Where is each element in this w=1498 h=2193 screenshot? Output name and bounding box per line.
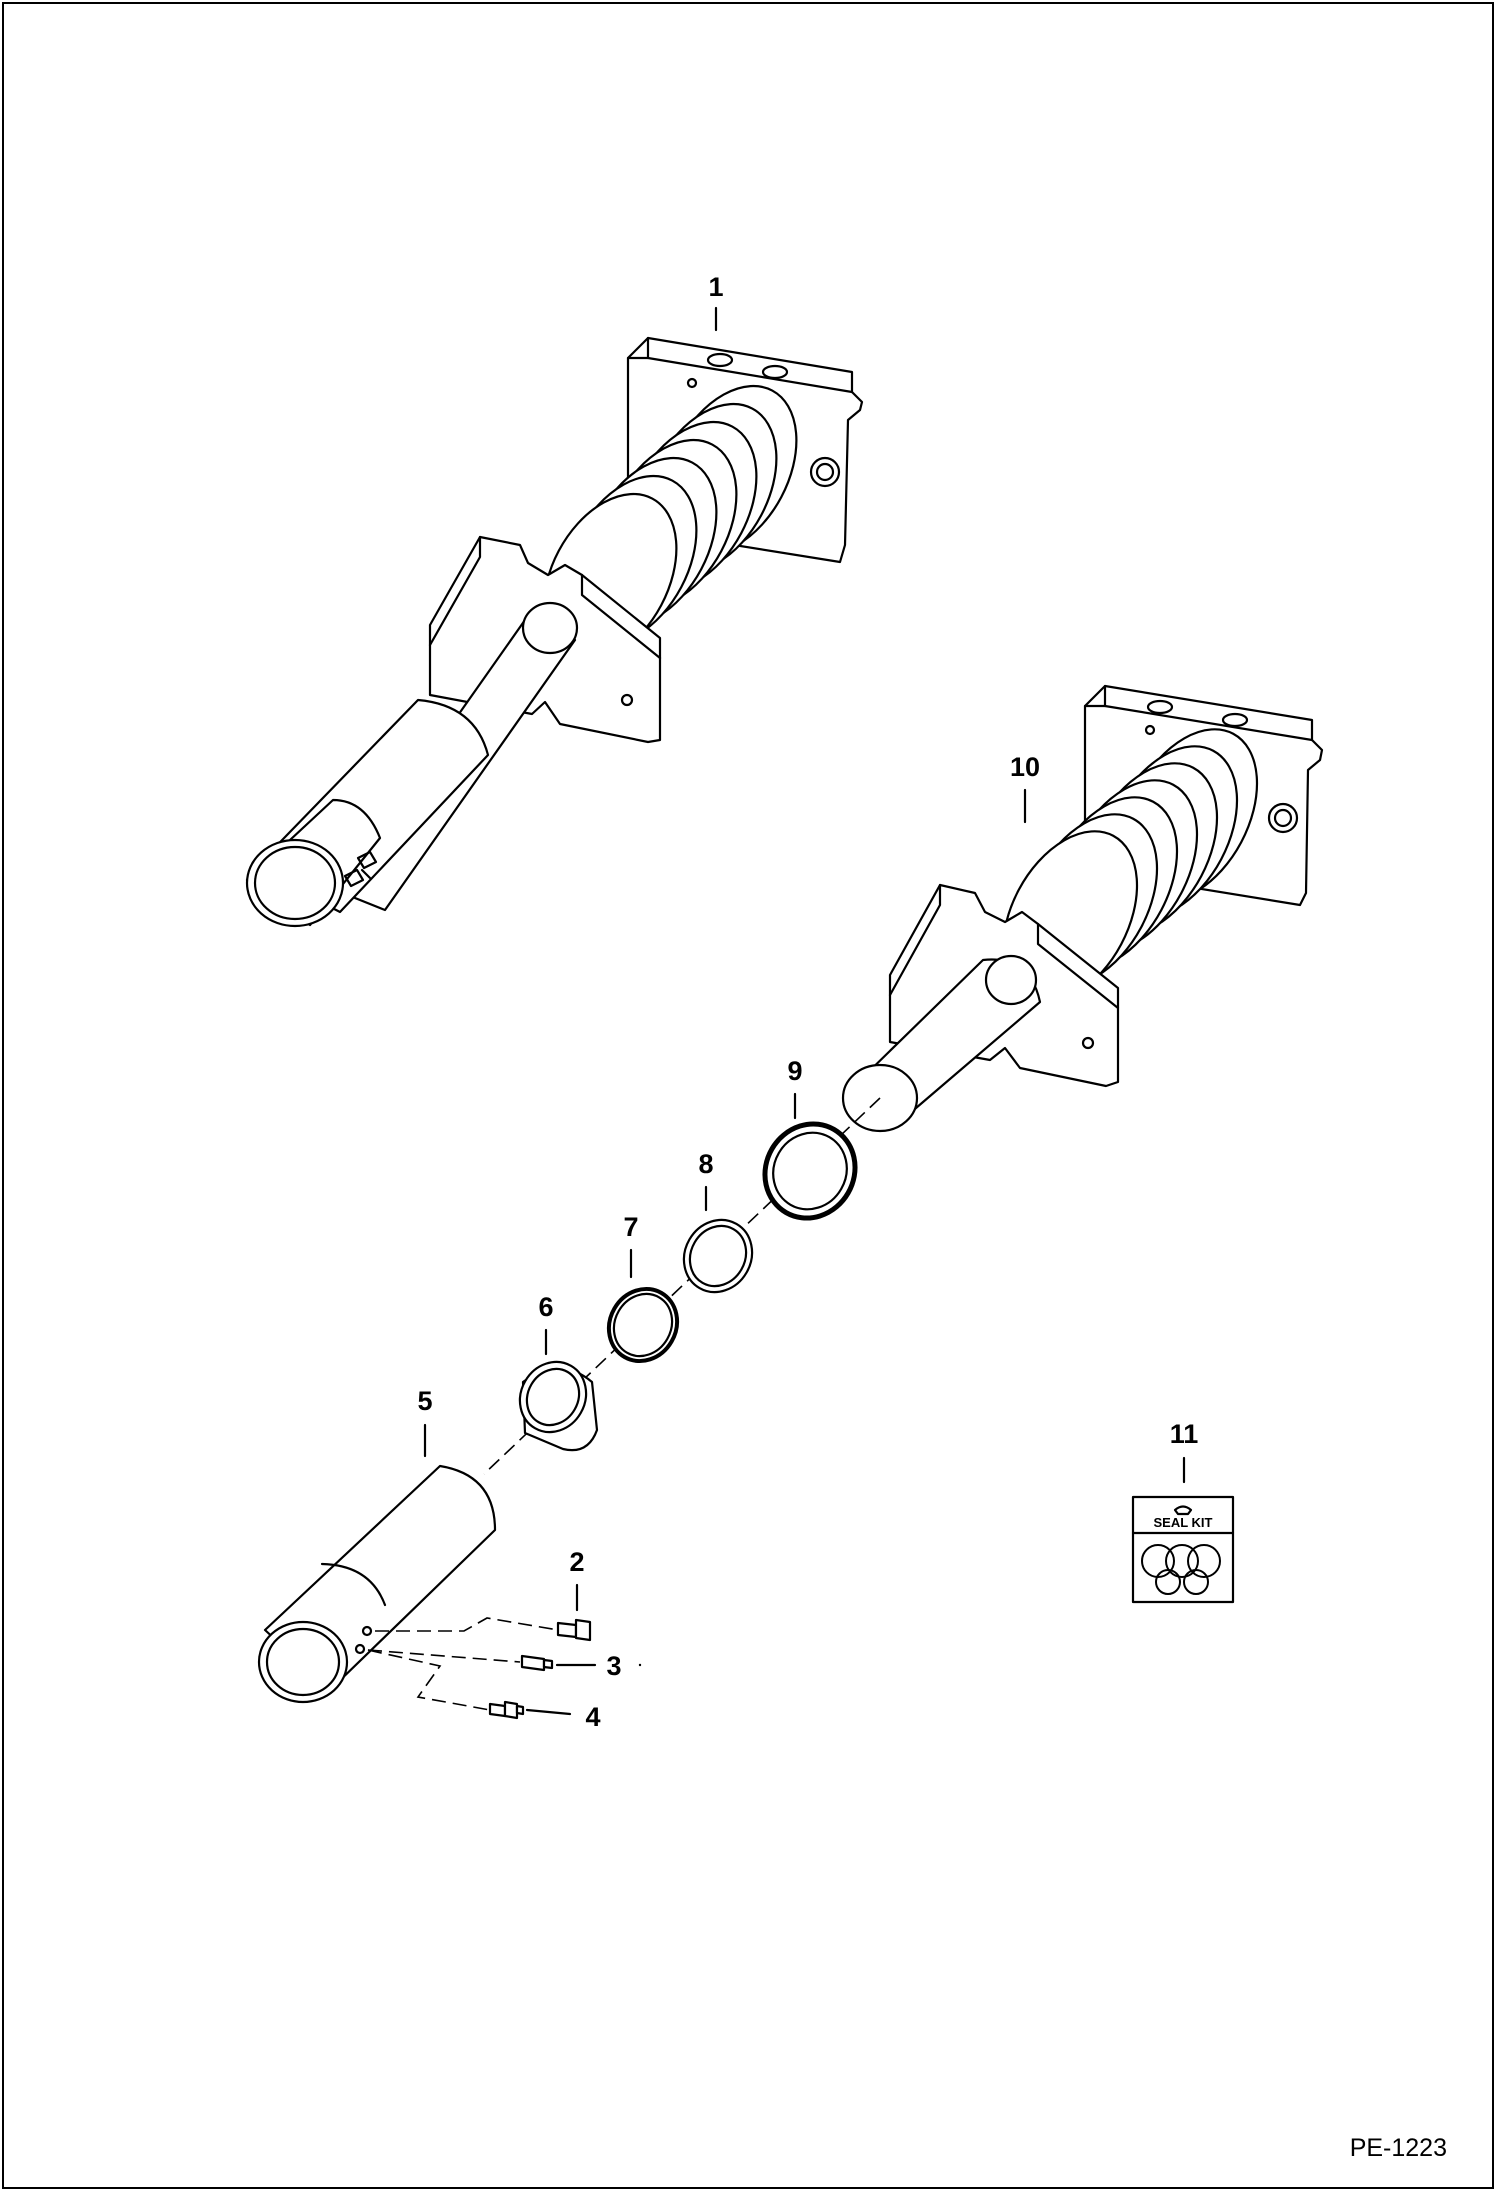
- callout-label-11: 11: [1170, 1419, 1199, 1449]
- part-6-bushing: [518, 1360, 599, 1452]
- callout-label-3: 3: [606, 1651, 621, 1681]
- figure-code: PE-1223: [1350, 2134, 1447, 2162]
- callout-label-8: 8: [698, 1149, 713, 1179]
- callout-3: 3: [555, 1651, 622, 1681]
- callout-8: 8: [698, 1149, 714, 1212]
- callout-1: 1: [708, 272, 724, 332]
- part-4-fitting: [488, 1700, 525, 1720]
- part-3-fitting: [520, 1654, 554, 1672]
- callout-7: 7: [623, 1212, 639, 1279]
- fitting-leaders: [367, 1617, 559, 1711]
- seal-kit-label: SEAL KIT: [1154, 1515, 1213, 1530]
- callout-label-9: 9: [787, 1056, 802, 1086]
- callout-label-1: 1: [708, 272, 723, 302]
- callout-label-7: 7: [623, 1212, 638, 1242]
- recoil-spring-assembly-1: [245, 336, 864, 928]
- callout-2: 2: [569, 1547, 585, 1612]
- callout-10: 10: [1010, 752, 1040, 824]
- seal-kit-package: SEAL KIT: [1131, 1495, 1235, 1604]
- part-2-fitting: [556, 1618, 592, 1642]
- part-9-seal: [762, 1121, 858, 1221]
- part-8-ring: [682, 1218, 754, 1294]
- callout-11: 11: [1170, 1419, 1199, 1484]
- recoil-spring-assembly-10: [841, 684, 1324, 1133]
- callout-5: 5: [417, 1386, 433, 1458]
- callout-9: 9: [787, 1056, 803, 1120]
- callout-label-2: 2: [569, 1547, 584, 1577]
- callout-label-6: 6: [538, 1292, 553, 1322]
- part-5-tube: [257, 1464, 497, 1704]
- stray-dot: [638, 1663, 642, 1667]
- part-7-ring: [606, 1286, 680, 1364]
- callout-label-5: 5: [417, 1386, 432, 1416]
- callout-6: 6: [538, 1292, 554, 1356]
- callout-label-4: 4: [585, 1702, 600, 1732]
- callout-4: 4: [525, 1702, 601, 1732]
- callout-label-10: 10: [1010, 752, 1040, 782]
